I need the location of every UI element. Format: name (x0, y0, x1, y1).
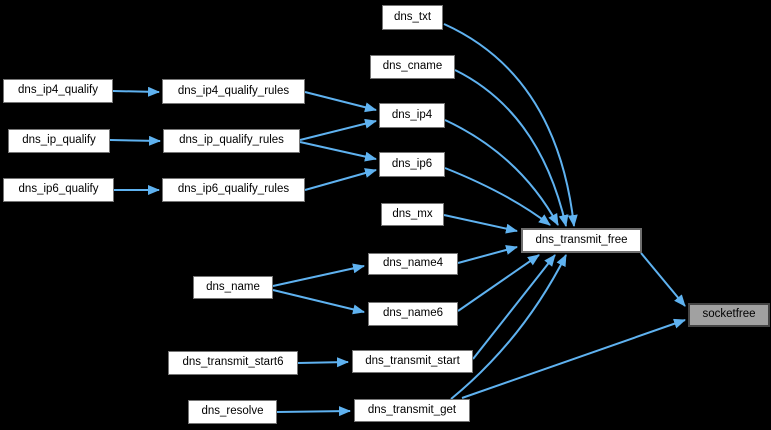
edge-dns_name-to-dns_name6 (272, 289, 365, 315)
edge-group (109, 23, 686, 417)
node-dns_transmit_free[interactable]: dns_transmit_free (521, 228, 642, 253)
edge-dns_transmit_get-to-dns_transmit_free (450, 254, 567, 400)
edge-dns_transmit_start-to-dns_transmit_free (472, 254, 556, 360)
node-dns_name6[interactable]: dns_name6 (368, 302, 458, 326)
edge-dns_name6-to-dns_transmit_free (457, 254, 540, 312)
node-dns_resolve[interactable]: dns_resolve (188, 400, 277, 424)
node-dns_transmit_start6[interactable]: dns_transmit_start6 (168, 351, 298, 375)
node-dns_transmit_get[interactable]: dns_transmit_get (354, 399, 470, 422)
edge-dns_txt-to-dns_transmit_free (443, 23, 578, 227)
edge-dns_transmit_free-to-socketfree (640, 252, 686, 307)
node-dns_cname[interactable]: dns_cname (370, 55, 455, 79)
node-dns_ip4_qualify_rules[interactable]: dns_ip4_qualify_rules (162, 79, 305, 104)
edge-dns_resolve-to-dns_transmit_get (276, 406, 351, 417)
node-dns_ip4_qualify[interactable]: dns_ip4_qualify (3, 79, 113, 103)
node-dns_ip_qualify[interactable]: dns_ip_qualify (8, 129, 110, 153)
node-dns_ip6_qualify[interactable]: dns_ip6_qualify (3, 178, 114, 202)
node-dns_mx[interactable]: dns_mx (381, 203, 444, 226)
edge-dns_ip6-to-dns_transmit_free (444, 167, 551, 226)
node-socketfree: socketfree (688, 303, 770, 327)
edge-dns_cname-to-dns_transmit_free (454, 69, 569, 227)
edge-dns_ip_qualify_rules-to-dns_ip6 (299, 141, 377, 162)
edge-dns_ip_qualify_rules-to-dns_ip4 (299, 118, 377, 141)
edge-dns_mx-to-dns_transmit_free (443, 214, 518, 234)
edge-dns_ip4-to-dns_transmit_free (444, 119, 559, 226)
node-dns_ip6[interactable]: dns_ip6 (379, 152, 445, 177)
edge-dns_ip_qualify-to-dns_ip_qualify_rules (109, 135, 161, 146)
edge-dns_ip6_qualify_rules-to-dns_ip6 (304, 168, 377, 191)
edge-dns_transmit_get-to-socketfree (461, 318, 686, 399)
node-dns_transmit_start[interactable]: dns_transmit_start (352, 350, 473, 373)
edge-dns_name-to-dns_name4 (272, 263, 365, 287)
node-dns_ip4[interactable]: dns_ip4 (379, 103, 445, 128)
edge-dns_transmit_start6-to-dns_transmit_start (297, 357, 349, 368)
edge-dns_name4-to-dns_transmit_free (457, 245, 518, 264)
node-dns_ip_qualify_rules[interactable]: dns_ip_qualify_rules (163, 129, 300, 153)
edge-dns_ip4_qualify_rules-to-dns_ip4 (304, 91, 377, 113)
edge-dns_ip4_qualify-to-dns_ip4_qualify_rules (112, 86, 160, 97)
node-dns_name4[interactable]: dns_name4 (368, 253, 458, 275)
node-dns_name[interactable]: dns_name (193, 276, 273, 299)
node-dns_ip6_qualify_rules[interactable]: dns_ip6_qualify_rules (162, 178, 305, 202)
node-dns_txt[interactable]: dns_txt (382, 5, 443, 30)
